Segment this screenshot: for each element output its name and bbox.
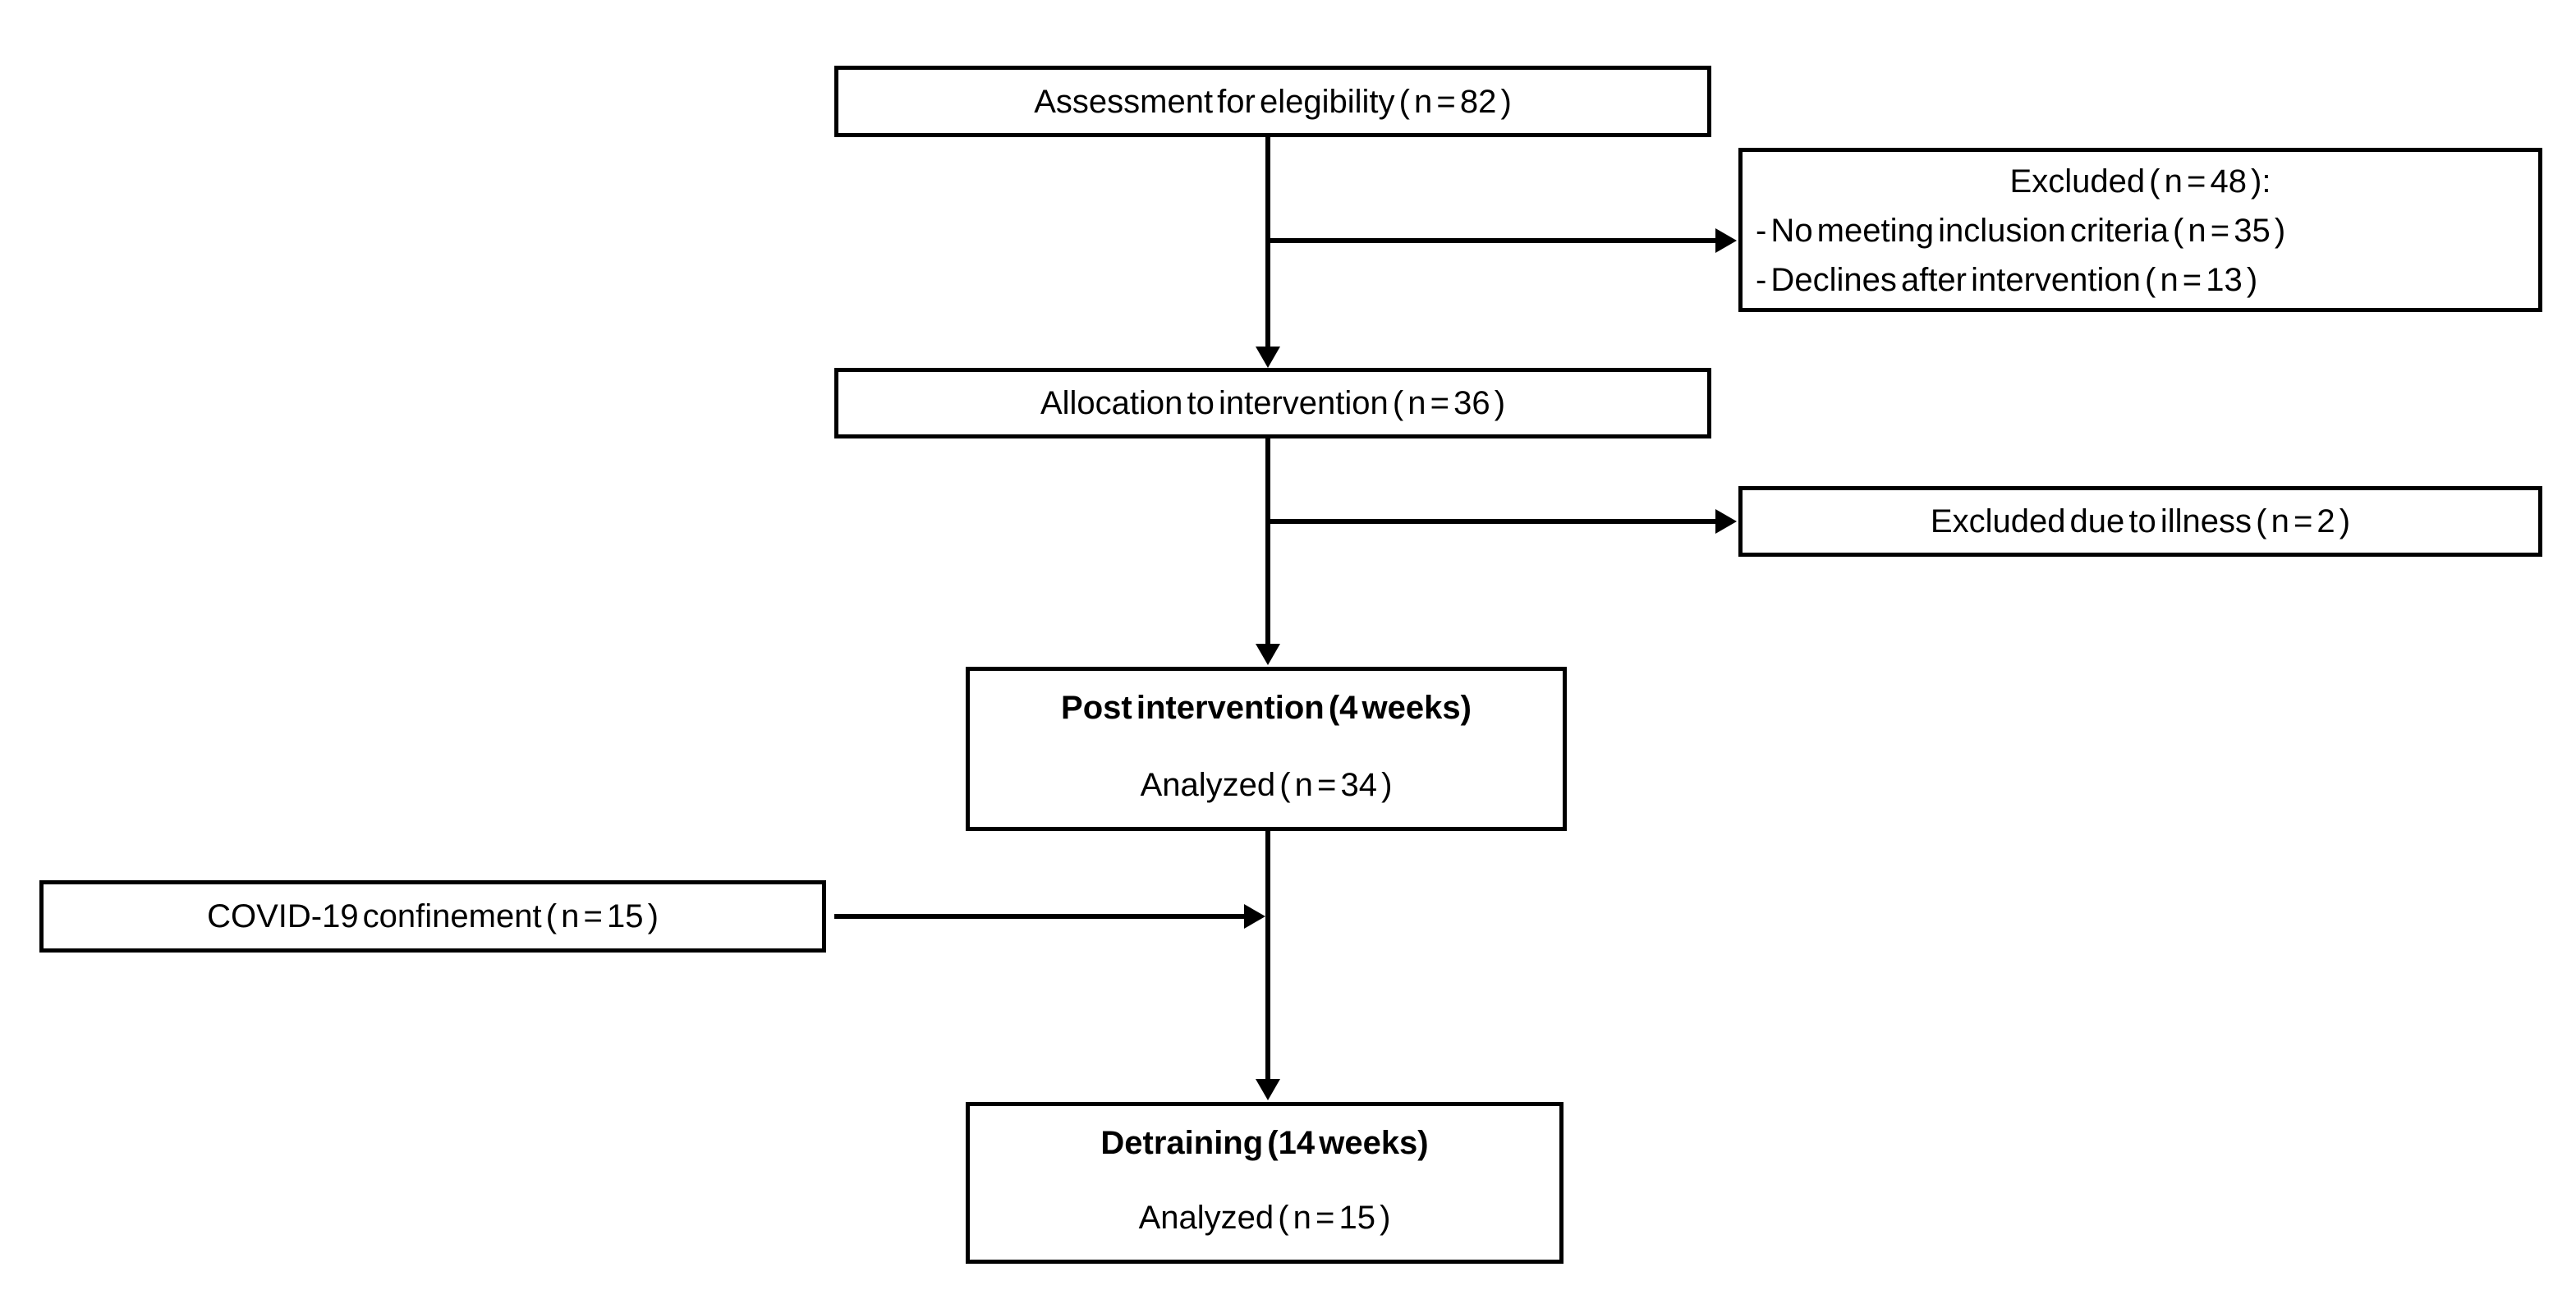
connector-allocation-to-post — [1265, 438, 1270, 647]
assessment-label: Assessment for elegibility ( n = 82 ) — [1034, 83, 1512, 120]
covid-confinement-box: COVID-19 confinement ( n = 15 ) — [39, 880, 826, 953]
arrowhead-down-detraining — [1256, 1079, 1280, 1100]
excluded-screening-title: Excluded ( n = 48 ): — [2009, 163, 2271, 200]
connector-covid-to-trunk — [834, 914, 1245, 919]
post-intervention-analyzed: Analyzed ( n = 34 ) — [1140, 767, 1393, 803]
connector-post-to-detraining — [1265, 831, 1270, 1081]
detraining-analyzed: Analyzed ( n = 15 ) — [1138, 1200, 1391, 1236]
post-intervention-title: Post intervention (4 weeks) — [1061, 690, 1472, 726]
covid-confinement-label: COVID-19 confinement ( n = 15 ) — [207, 898, 659, 934]
connector-assessment-to-allocation — [1265, 135, 1270, 351]
excluded-screening-box: Excluded ( n = 48 ): - No meeting inclus… — [1738, 148, 2542, 312]
allocation-box: Allocation to intervention ( n = 36 ) — [834, 368, 1711, 438]
arrowhead-right-excluded-illness — [1715, 509, 1737, 534]
excluded-screening-item: - No meeting inclusion criteria ( n = 35… — [1756, 213, 2286, 249]
arrowhead-right-excluded-screening — [1715, 228, 1737, 253]
arrowhead-down-post-intervention — [1256, 644, 1280, 665]
allocation-label: Allocation to intervention ( n = 36 ) — [1040, 385, 1506, 421]
assessment-box: Assessment for elegibility ( n = 82 ) — [834, 66, 1711, 137]
connector-to-excluded-illness — [1265, 519, 1725, 524]
arrowhead-down-allocation — [1256, 347, 1280, 368]
post-intervention-box: Post intervention (4 weeks) Analyzed ( n… — [966, 667, 1567, 831]
excluded-illness-label: Excluded due to illness ( n = 2 ) — [1930, 503, 2351, 539]
detraining-title: Detraining (14 weeks) — [1100, 1125, 1429, 1161]
excluded-illness-box: Excluded due to illness ( n = 2 ) — [1738, 486, 2542, 557]
connector-to-excluded-screening — [1265, 238, 1725, 243]
arrowhead-right-covid — [1244, 904, 1265, 929]
detraining-box: Detraining (14 weeks) Analyzed ( n = 15 … — [966, 1102, 1564, 1264]
excluded-screening-item: - Declines after intervention ( n = 13 ) — [1756, 262, 2258, 298]
